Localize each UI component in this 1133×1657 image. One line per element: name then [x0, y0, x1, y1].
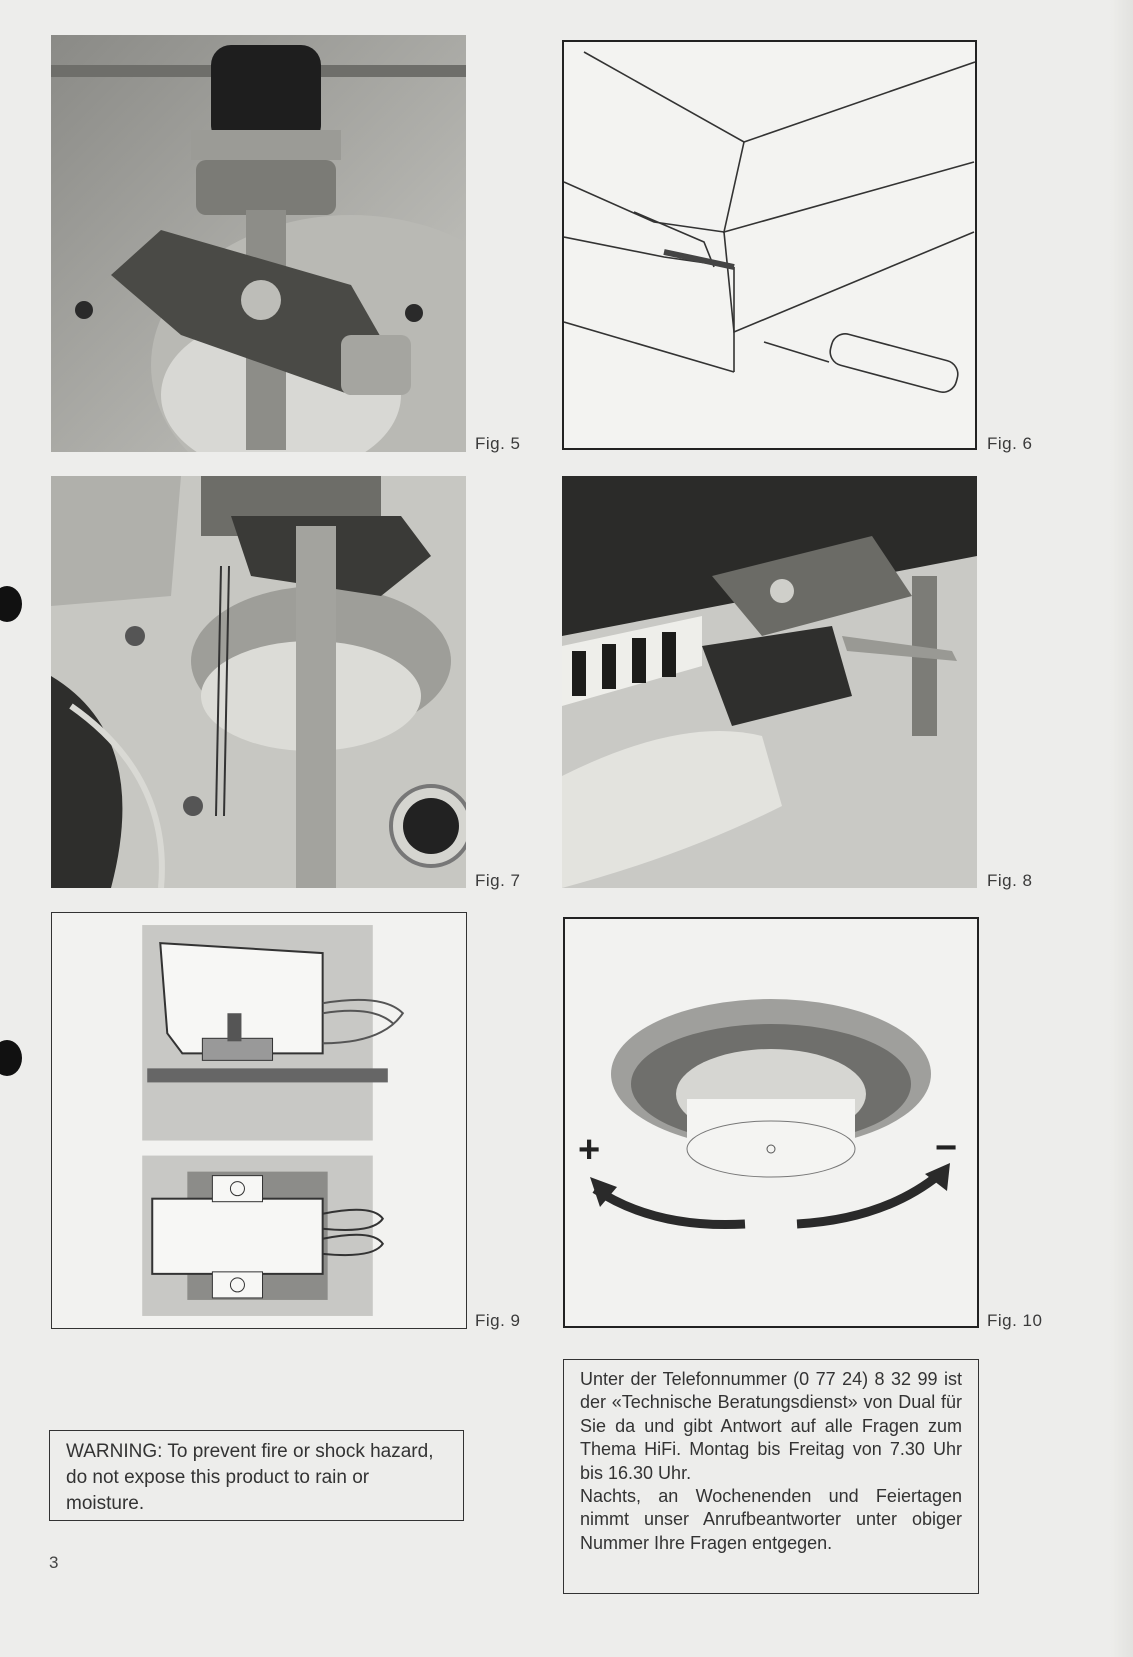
fig10-caption: Fig. 10: [987, 1311, 1043, 1330]
fig9-caption: Fig. 9: [475, 1311, 521, 1330]
hotline-paragraph-2: Nachts, an Wochenenden und Feiertagen ni…: [580, 1486, 962, 1553]
binder-hole-top: [0, 586, 22, 622]
hotline-paragraph-1: Unter der Telefonnummer (0 77 24) 8 32 9…: [580, 1369, 962, 1483]
binder-hole-bottom: [0, 1040, 22, 1076]
fig10-plus-label: +: [578, 1129, 601, 1171]
hotline-info-box: Unter der Telefonnummer (0 77 24) 8 32 9…: [563, 1359, 979, 1594]
page-number: 3: [49, 1553, 59, 1572]
warning-text: To prevent fire or shock hazard, do not …: [66, 1441, 434, 1514]
fig9-drawing: [51, 912, 467, 1329]
fig6-drawing: [562, 40, 977, 450]
fig6-caption: Fig. 6: [987, 434, 1033, 453]
fig10-minus-label: −: [935, 1127, 958, 1169]
warning-box: WARNING: To prevent fire or shock hazard…: [49, 1430, 464, 1521]
fig8-photo: [562, 476, 977, 888]
fig7-caption: Fig. 7: [475, 871, 521, 890]
fig5-caption: Fig. 5: [475, 434, 521, 453]
warning-label: WARNING:: [66, 1441, 163, 1462]
page-edge-shading: [1110, 0, 1133, 1657]
fig5-photo: [51, 35, 466, 452]
fig8-caption: Fig. 8: [987, 871, 1033, 890]
fig10-drawing: + −: [563, 917, 979, 1328]
fig7-photo: [51, 476, 466, 888]
